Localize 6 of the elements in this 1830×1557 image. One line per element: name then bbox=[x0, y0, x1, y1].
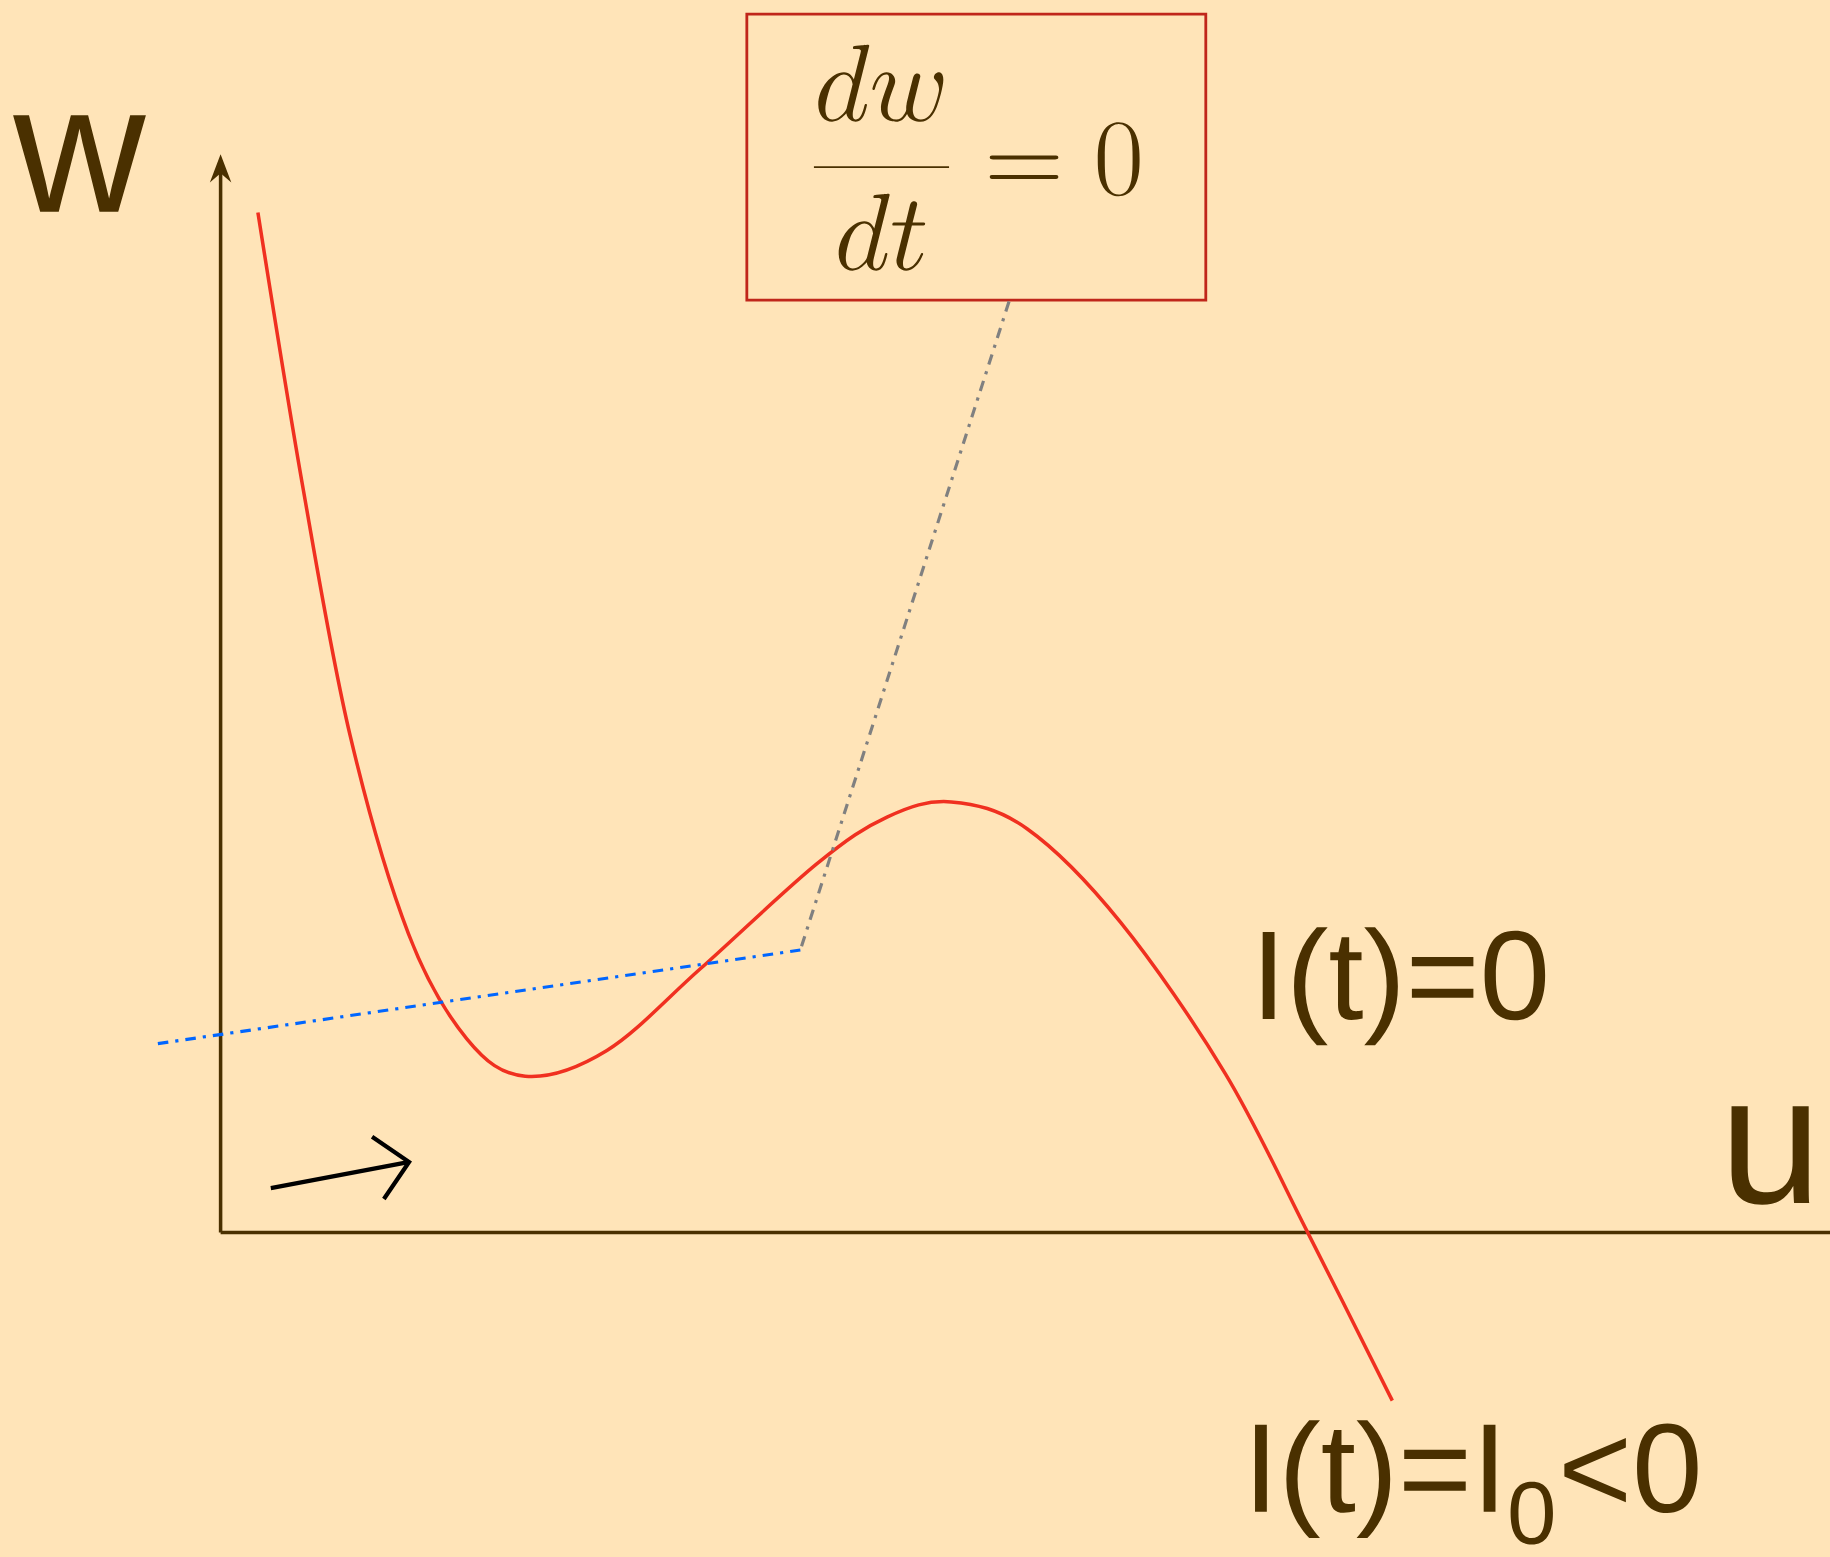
nullcline-line bbox=[157, 948, 801, 1046]
curve-label: I(t)=0 bbox=[1262, 927, 1546, 1046]
formula-box: $\frac{dw}{dt}=0$ bbox=[745, 12, 1208, 302]
curve-label: I(t)=I$_{0}$<0 bbox=[1255, 1420, 1698, 1545]
axis-label: w bbox=[13, 115, 146, 212]
axis-label: u bbox=[1731, 1106, 1810, 1205]
